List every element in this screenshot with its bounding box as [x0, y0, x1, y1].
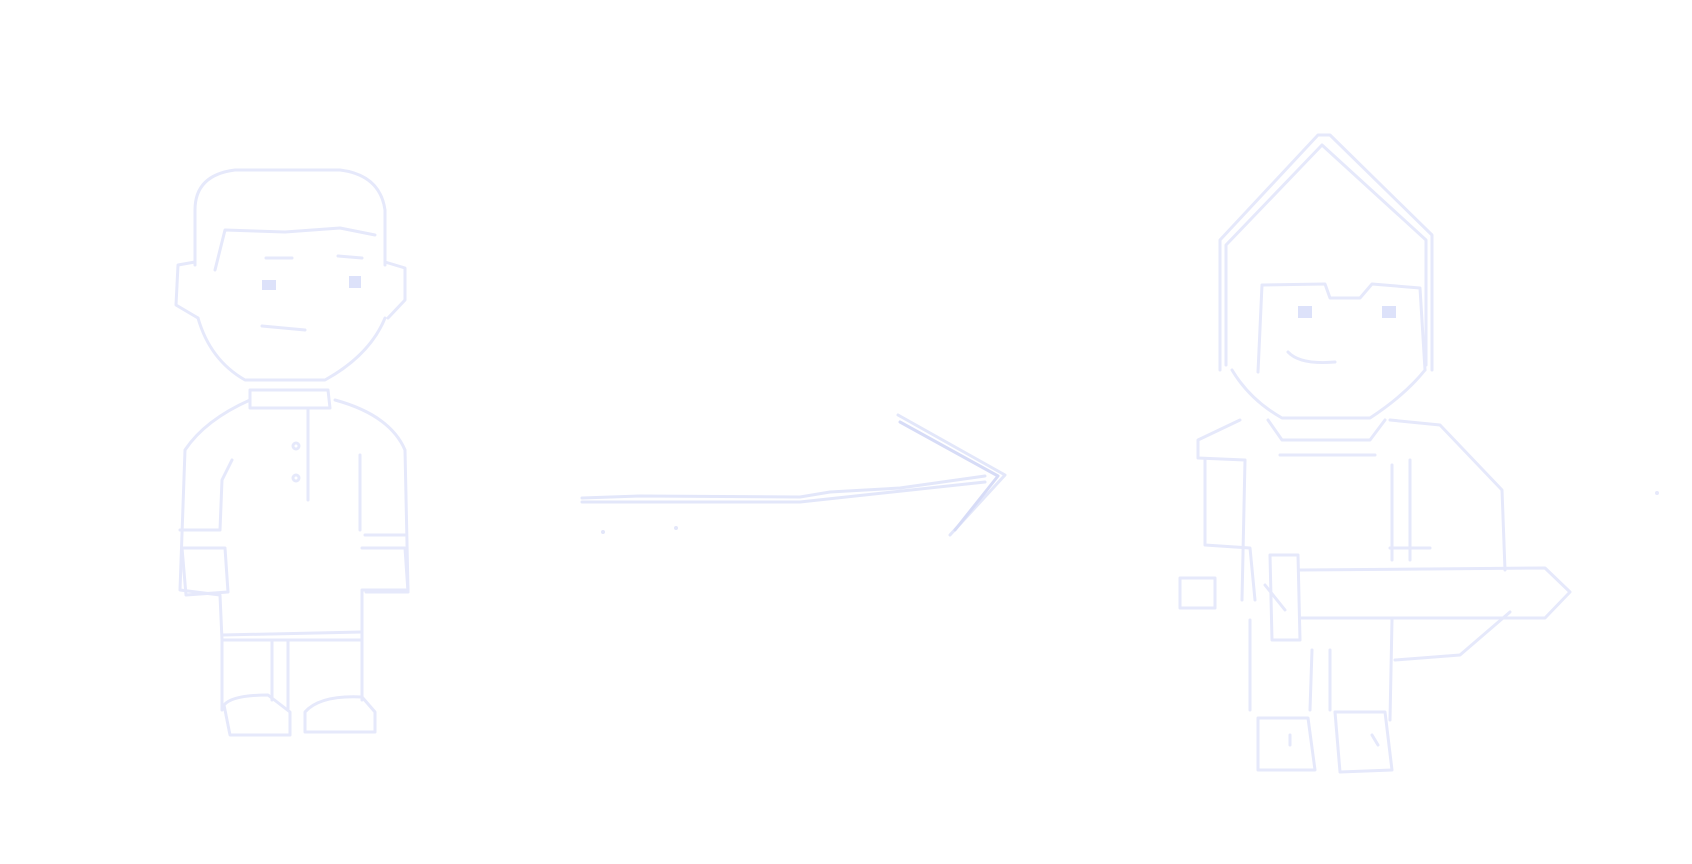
- boy-head-outline: [193, 168, 387, 267]
- boy-right-eye: [349, 276, 361, 288]
- boy-torso: [178, 398, 410, 642]
- boy-jaw: [196, 316, 387, 382]
- boy-hem: [220, 630, 364, 637]
- boy-left-shoe: [222, 693, 292, 737]
- boy-mouth: [260, 324, 307, 332]
- boy-left-arm: [178, 458, 234, 532]
- gnome-hat: [1218, 133, 1434, 372]
- gnome-tunic: [1388, 458, 1432, 562]
- boy-right-shoe: [303, 695, 377, 734]
- boy-right-brow: [336, 254, 364, 260]
- arrow-head-inner: [898, 420, 1000, 532]
- gnome-legs: [1248, 618, 1394, 722]
- boy-collar: [248, 388, 332, 410]
- gnome-left-hand: [1178, 576, 1217, 610]
- arrow-dot-1: [601, 530, 605, 534]
- gnome-collar: [1266, 418, 1387, 457]
- arrow-head: [896, 413, 1007, 537]
- arrow-shaft-inner: [580, 480, 987, 504]
- boy-hair-fringe: [213, 226, 377, 272]
- stray-dot: [1655, 491, 1659, 495]
- boy-button-1: [291, 441, 301, 451]
- gnome-sword-hilt: [1263, 553, 1302, 642]
- gnome-left-boot: [1256, 716, 1317, 772]
- gnome-with-sword-icon: [1178, 133, 1572, 774]
- boy-legs: [220, 638, 364, 712]
- gnome-sword-blade: [1298, 566, 1572, 620]
- arrow-right-icon: [580, 413, 1007, 537]
- boy-right-ear: [383, 260, 407, 320]
- gnome-right-boot: [1333, 710, 1394, 774]
- boy-left-eye: [262, 280, 276, 290]
- boy-left-ear: [174, 260, 200, 320]
- boy-icon: [174, 168, 410, 737]
- boy-right-arm: [358, 453, 407, 537]
- arrow-dot-2: [674, 526, 678, 530]
- gnome-jaw: [1230, 368, 1427, 420]
- boy-left-hand: [180, 546, 230, 597]
- gnome-left-eye: [1298, 306, 1312, 318]
- boy-right-hand: [360, 546, 410, 594]
- gnome-right-eye: [1382, 306, 1396, 318]
- boy-button-2: [291, 473, 301, 483]
- gnome-hat-inner: [1224, 143, 1428, 367]
- gnome-face: [1256, 282, 1427, 374]
- gnome-left-arm: [1203, 458, 1257, 602]
- gnome-mouth: [1286, 350, 1337, 364]
- gnome-torso: [1196, 418, 1507, 602]
- arrow-shaft: [580, 474, 987, 500]
- gnome-sword-edge: [1393, 610, 1512, 662]
